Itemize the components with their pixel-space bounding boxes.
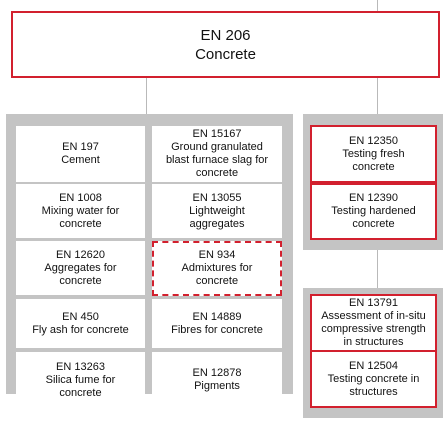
box-line: in structures xyxy=(343,336,404,348)
box-code: EN 14889 xyxy=(192,310,242,323)
box-code: EN 1008 xyxy=(59,191,102,204)
testing-panel-bottom: EN 13791 Assessment of in-situ compressi… xyxy=(303,288,443,418)
box-line: concrete xyxy=(59,217,102,230)
box-line: Testing fresh xyxy=(342,147,405,160)
box-line: Mixing water for xyxy=(41,204,120,217)
box-code: EN 13263 xyxy=(56,360,105,373)
en-450-box: EN 450 Fly ash for concrete xyxy=(16,299,145,348)
en-206-concrete-box: EN 206 Concrete xyxy=(11,11,440,78)
box-line: blast furnace slag for xyxy=(165,154,269,166)
connector-right-panels xyxy=(377,250,378,288)
en-14889-box: EN 14889 Fibres for concrete xyxy=(152,299,282,348)
en-12390-box: EN 12390 Testing hardened concrete xyxy=(310,183,437,240)
testing-panel-top: EN 12350 Testing fresh concrete EN 12390… xyxy=(303,114,443,250)
box-line: Testing concrete in xyxy=(327,372,420,385)
box-line: Assessment of in-situ xyxy=(321,310,426,322)
en-12620-box: EN 12620 Aggregates for concrete xyxy=(16,241,145,295)
box-code: EN 12350 xyxy=(349,134,398,147)
box-line: concrete xyxy=(352,218,395,230)
box-line: concrete xyxy=(59,274,102,287)
box-code: EN 450 xyxy=(62,310,99,323)
box-code: EN 12620 xyxy=(56,248,105,261)
en-13055-box: EN 13055 Lightweight aggregates xyxy=(152,184,282,238)
box-title: Concrete xyxy=(195,45,256,63)
connector-to-left-panel xyxy=(146,78,147,114)
en-12504-box: EN 12504 Testing concrete in structures xyxy=(310,350,437,408)
en-12878-box: EN 12878 Pigments xyxy=(152,352,282,408)
box-line: Silica fume for xyxy=(45,373,116,386)
box-line: concrete xyxy=(352,160,395,173)
box-line: Testing hardened xyxy=(331,205,416,217)
connector-to-right-panel xyxy=(377,78,378,114)
constituent-materials-panel: EN 197 Cement EN 15167 Ground granulated… xyxy=(6,114,293,394)
box-code: EN 13055 xyxy=(192,191,242,204)
box-code: EN 206 xyxy=(200,26,251,44)
box-line: Fibres for concrete xyxy=(171,323,263,336)
box-code: EN 15167 xyxy=(192,128,242,140)
en-13263-box: EN 13263 Silica fume for concrete xyxy=(16,352,145,408)
en-15167-box: EN 15167 Ground granulated blast furnace… xyxy=(152,126,282,182)
connector-top-stub xyxy=(377,0,378,12)
box-line: Admixtures for xyxy=(181,262,253,274)
en-1008-box: EN 1008 Mixing water for concrete xyxy=(16,184,145,238)
box-line: Fly ash for concrete xyxy=(32,323,129,336)
en-12350-box: EN 12350 Testing fresh concrete xyxy=(310,125,437,183)
box-line: Pigments xyxy=(194,380,240,392)
box-line: Lightweight xyxy=(189,204,245,217)
box-line: compressive strength xyxy=(321,323,426,335)
box-code: EN 13791 xyxy=(349,297,398,309)
box-code: EN 12390 xyxy=(349,192,398,204)
box-line: aggregates xyxy=(189,217,245,230)
box-line: concrete xyxy=(195,167,239,179)
box-line: concrete xyxy=(195,275,239,287)
en-934-box: EN 934 Admixtures for concrete xyxy=(152,241,282,296)
box-line: structures xyxy=(349,385,398,398)
box-line: concrete xyxy=(59,386,102,399)
box-code: EN 197 xyxy=(62,141,99,153)
en-13791-box: EN 13791 Assessment of in-situ compressi… xyxy=(310,294,437,352)
en-197-box: EN 197 Cement xyxy=(16,126,145,182)
box-line: Ground granulated xyxy=(171,141,263,153)
box-code: EN 934 xyxy=(198,249,236,261)
box-line: Aggregates for xyxy=(44,261,117,274)
box-line: Cement xyxy=(61,154,100,166)
box-code: EN 12504 xyxy=(349,359,398,372)
box-code: EN 12878 xyxy=(192,367,242,379)
